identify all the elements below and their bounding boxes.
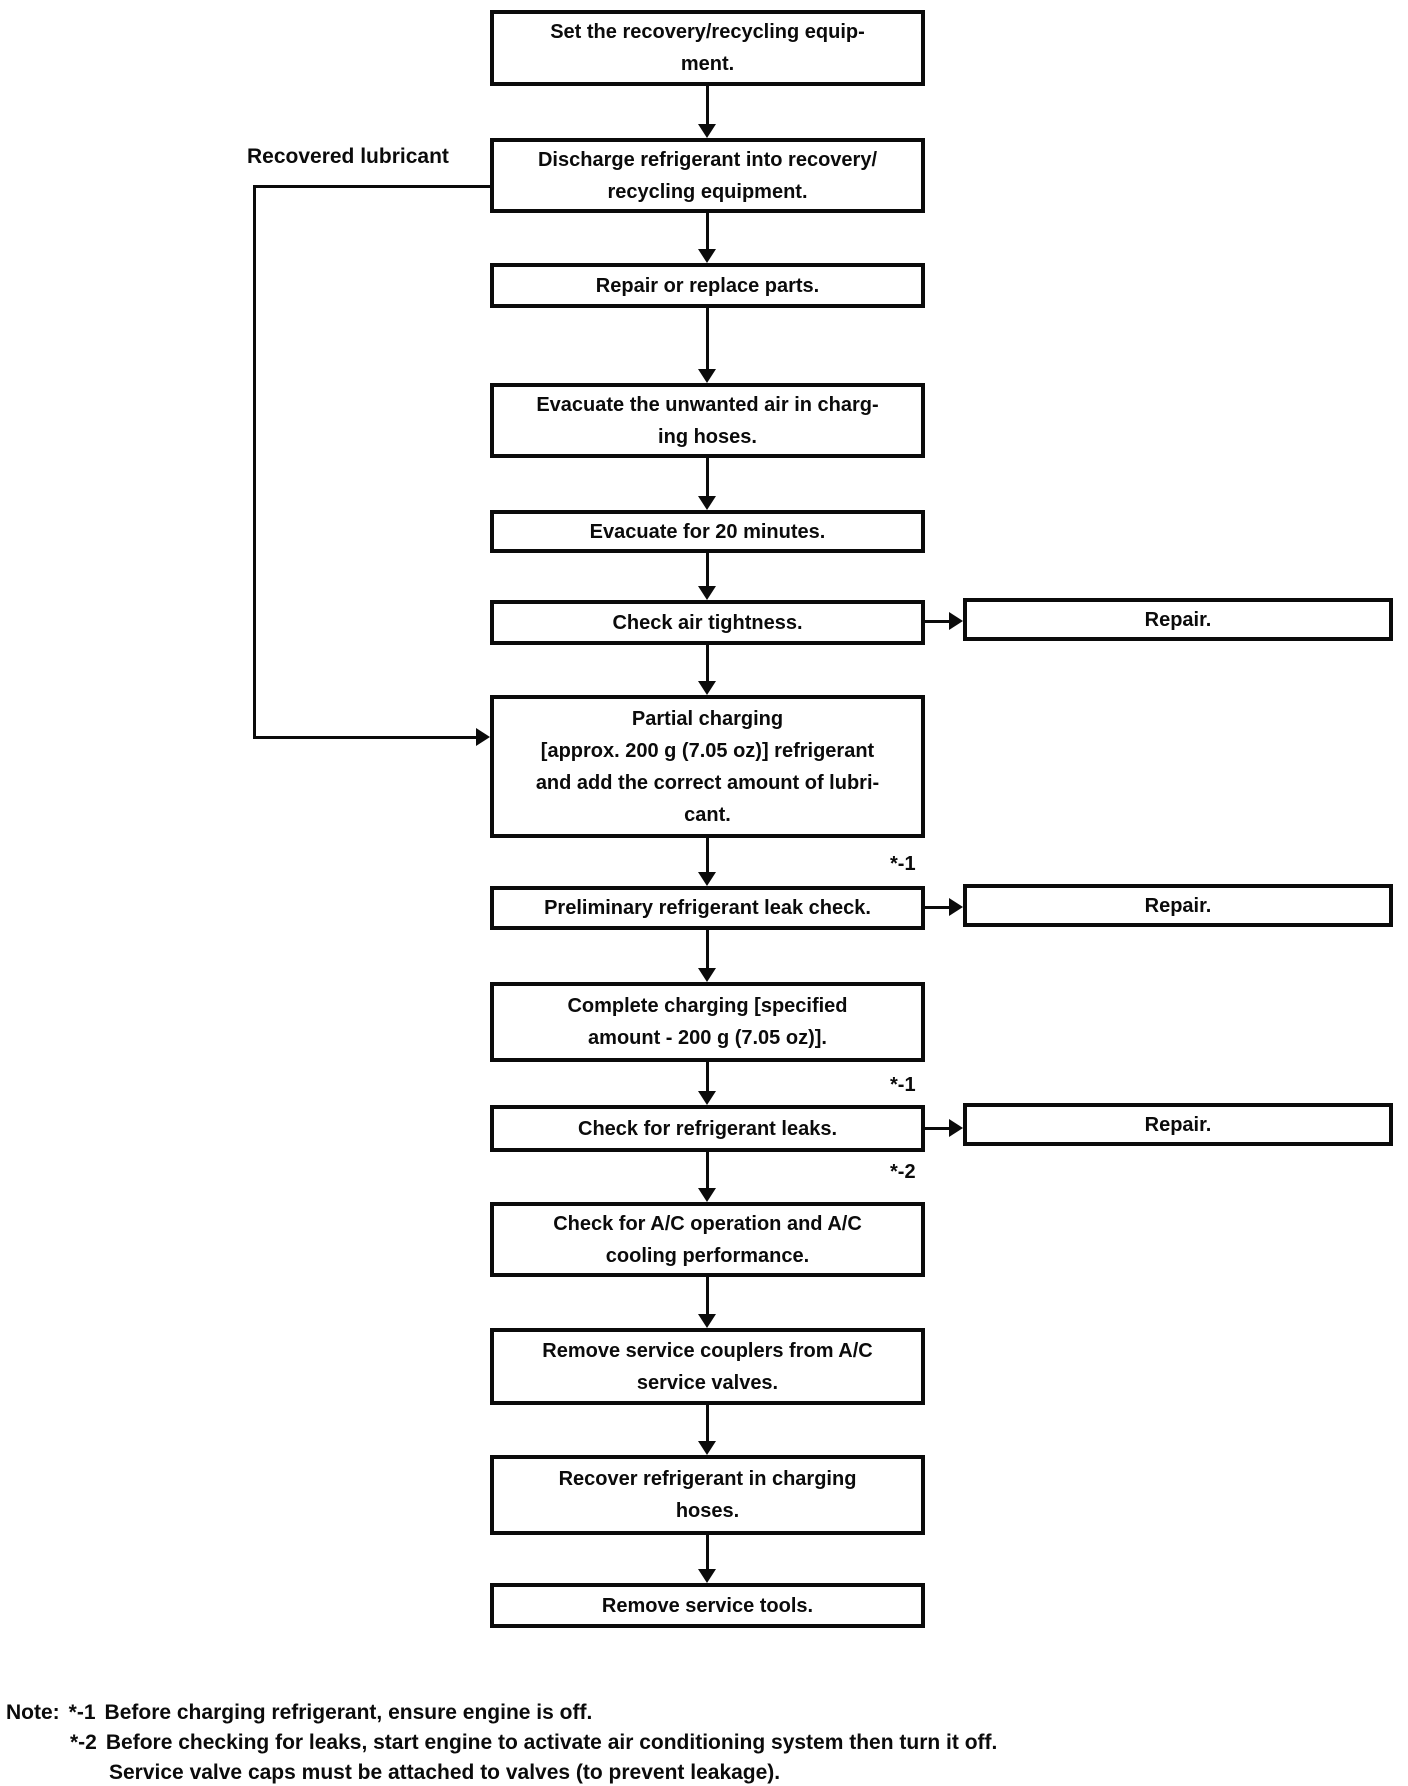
- step-box-repair-replace-parts: Repair or replace parts.: [490, 263, 925, 308]
- flow-arrow-down-3: [698, 308, 716, 383]
- step-box-preliminary-leak-check: Preliminary refrigerant leak check.: [490, 886, 925, 930]
- footnote-marker-1-leak-check: *-1: [890, 1074, 916, 1096]
- flow-arrow-down-5: [698, 553, 716, 600]
- note-line-2-marker: *-2: [70, 1731, 97, 1754]
- note-line-1-text: Before charging refrigerant, ensure engi…: [104, 1701, 593, 1724]
- flow-arrow-down-6: [698, 645, 716, 695]
- footnote-marker-1-preliminary: *-1: [890, 853, 916, 875]
- flow-arrow-down-8: [698, 930, 716, 982]
- step-box-set-equipment: Set the recovery/recycling equip- ment.: [490, 10, 925, 86]
- branch-arrow-right-3: [925, 1119, 963, 1137]
- step-box-partial-charging: Partial charging [approx. 200 g (7.05 oz…: [490, 695, 925, 838]
- step-box-evacuate-unwanted-air: Evacuate the unwanted air in charg- ing …: [490, 383, 925, 458]
- note-block: Note: *-1 Before charging refrigerant, e…: [6, 1698, 997, 1786]
- note-line-2-text: Before checking for leaks, start engine …: [105, 1731, 998, 1754]
- repair-box-air-tightness: Repair.: [963, 598, 1393, 641]
- step-box-discharge-refrigerant: Discharge refrigerant into recovery/ rec…: [490, 138, 925, 213]
- flow-arrow-down-10: [698, 1152, 716, 1202]
- note-label: Note:: [6, 1701, 60, 1724]
- repair-box-refrigerant-leaks: Repair.: [963, 1103, 1393, 1146]
- flow-arrow-down-9: [698, 1062, 716, 1105]
- step-box-remove-service-couplers: Remove service couplers from A/C service…: [490, 1328, 925, 1405]
- lubricant-arrow-into-partial-charging: [253, 728, 490, 746]
- step-box-check-refrigerant-leaks: Check for refrigerant leaks.: [490, 1105, 925, 1152]
- recovered-lubricant-label: Recovered lubricant: [247, 145, 449, 168]
- footnote-marker-2-ac-operation: *-2: [890, 1161, 916, 1183]
- flow-arrow-down-11: [698, 1277, 716, 1328]
- flow-arrow-down-13: [698, 1535, 716, 1583]
- lubricant-line-top: [253, 185, 490, 188]
- step-box-complete-charging: Complete charging [specified amount - 20…: [490, 982, 925, 1062]
- flow-arrow-down-1: [698, 86, 716, 138]
- note-line-3-text: Service valve caps must be attached to v…: [109, 1761, 781, 1784]
- step-box-check-air-tightness: Check air tightness.: [490, 600, 925, 645]
- flow-arrow-down-12: [698, 1405, 716, 1455]
- branch-arrow-right-1: [925, 612, 963, 630]
- step-box-remove-service-tools: Remove service tools.: [490, 1583, 925, 1628]
- note-line-1: Note: *-1 Before charging refrigerant, e…: [6, 1698, 997, 1728]
- lubricant-line-vertical: [253, 185, 256, 738]
- step-box-check-ac-operation: Check for A/C operation and A/C cooling …: [490, 1202, 925, 1277]
- note-line-2: *-2 Before checking for leaks, start eng…: [70, 1728, 997, 1758]
- repair-box-preliminary-leak: Repair.: [963, 884, 1393, 927]
- note-line-3: Service valve caps must be attached to v…: [109, 1758, 997, 1786]
- note-line-1-marker: *-1: [68, 1701, 96, 1724]
- branch-arrow-right-2: [925, 898, 963, 916]
- step-box-evacuate-20-minutes: Evacuate for 20 minutes.: [490, 510, 925, 553]
- flow-arrow-down-7: [698, 838, 716, 886]
- flow-arrow-down-2: [698, 213, 716, 263]
- step-box-recover-refrigerant: Recover refrigerant in charging hoses.: [490, 1455, 925, 1535]
- flow-arrow-down-4: [698, 458, 716, 510]
